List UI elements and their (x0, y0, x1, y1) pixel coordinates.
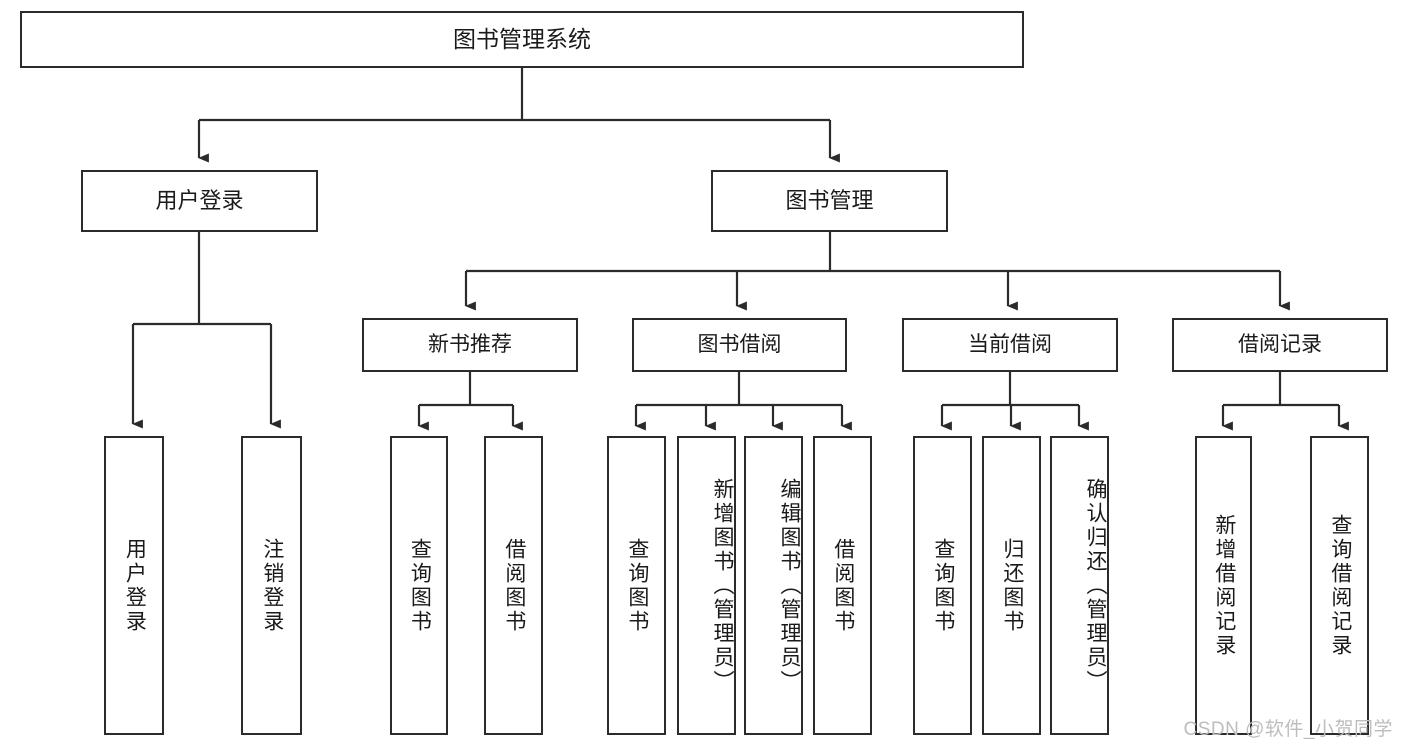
leaf-return-book-label: 归还图书 (1000, 537, 1024, 634)
leaf-logout-label: 注销登录 (260, 537, 284, 634)
node-current-borrow[interactable]: 当前借阅 (902, 318, 1118, 372)
leaf-user-login[interactable]: 用户登录 (104, 436, 164, 735)
node-current-borrow-label: 当前借阅 (968, 332, 1052, 356)
node-borrow-record-label: 借阅记录 (1238, 332, 1322, 356)
leaf-query-borrow-record-label: 查询借阅记录 (1328, 513, 1352, 658)
leaf-query-book-borrow[interactable]: 查询图书 (607, 436, 666, 735)
node-book-management[interactable]: 图书管理 (711, 170, 948, 232)
node-new-book-recommend[interactable]: 新书推荐 (362, 318, 578, 372)
node-root[interactable]: 图书管理系统 (20, 11, 1024, 68)
leaf-borrow-book-recommend-label: 借阅图书 (502, 537, 526, 634)
leaf-query-borrow-record[interactable]: 查询借阅记录 (1310, 436, 1369, 735)
node-new-book-recommend-label: 新书推荐 (428, 332, 512, 356)
node-book-borrow[interactable]: 图书借阅 (632, 318, 847, 372)
leaf-edit-book-admin-label: 编辑图书（管理员） (778, 477, 801, 694)
leaf-add-borrow-record[interactable]: 新增借阅记录 (1195, 436, 1252, 735)
leaf-logout[interactable]: 注销登录 (241, 436, 302, 735)
leaf-add-borrow-record-label: 新增借阅记录 (1212, 513, 1236, 658)
leaf-borrow-book-borrow[interactable]: 借阅图书 (813, 436, 872, 735)
node-book-management-label: 图书管理 (785, 188, 874, 214)
leaf-confirm-return-admin-label: 确认归还（管理员） (1084, 477, 1107, 694)
leaf-borrow-book-borrow-label: 借阅图书 (831, 537, 855, 634)
watermark: CSDN @软件_小贺同学 (1183, 719, 1393, 740)
leaf-add-book-admin-label: 新增图书（管理员） (711, 477, 734, 694)
node-user-login-label: 用户登录 (155, 188, 244, 214)
leaf-query-book-recommend[interactable]: 查询图书 (390, 436, 448, 735)
leaf-query-book-recommend-label: 查询图书 (408, 537, 432, 634)
leaf-add-book-admin[interactable]: 新增图书（管理员） (677, 436, 736, 735)
node-root-label: 图书管理系统 (453, 25, 591, 52)
node-book-borrow-label: 图书借阅 (697, 332, 782, 356)
leaf-borrow-book-recommend[interactable]: 借阅图书 (484, 436, 543, 735)
leaf-user-login-label: 用户登录 (123, 537, 147, 634)
leaf-query-book-current-label: 查询图书 (931, 537, 955, 634)
leaf-query-book-current[interactable]: 查询图书 (913, 436, 972, 735)
node-borrow-record[interactable]: 借阅记录 (1172, 318, 1388, 372)
node-user-login[interactable]: 用户登录 (81, 170, 318, 232)
leaf-confirm-return-admin[interactable]: 确认归还（管理员） (1050, 436, 1109, 735)
leaf-query-book-borrow-label: 查询图书 (625, 537, 649, 634)
leaf-return-book[interactable]: 归还图书 (982, 436, 1041, 735)
leaf-edit-book-admin[interactable]: 编辑图书（管理员） (744, 436, 803, 735)
